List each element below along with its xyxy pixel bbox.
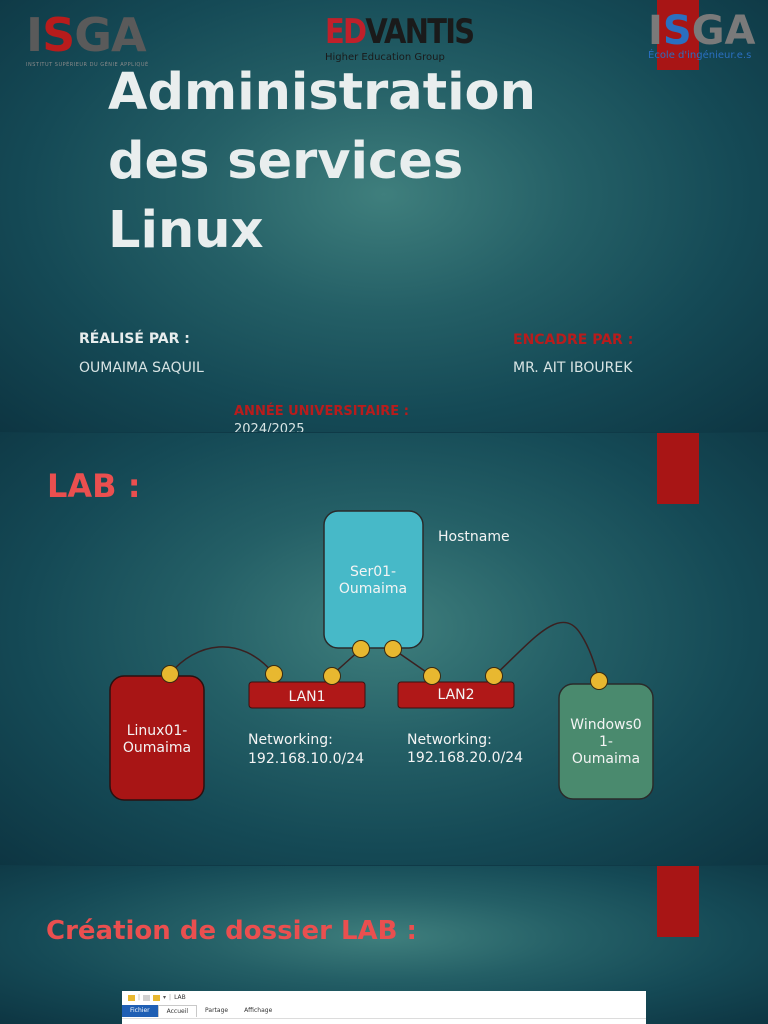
red-accent-tab	[657, 866, 699, 937]
folder-icon	[128, 994, 135, 1001]
quick-access-toolbar: | ▾ | LAB	[128, 994, 186, 1001]
connector-dot	[352, 640, 370, 658]
title-line-3: Linux	[108, 201, 264, 260]
cable-linux-lan1	[169, 646, 275, 675]
red-accent-tab	[657, 433, 699, 504]
tab-affichage[interactable]: Affichage	[244, 1007, 273, 1014]
linux-box	[109, 675, 205, 801]
realise-value: OUMAIMA SAQUIL	[79, 360, 204, 376]
lan2-label: LAN2	[437, 687, 474, 703]
edvantis-sub: Higher Education Group	[325, 52, 445, 63]
tab-fichier[interactable]: Fichier	[122, 1005, 158, 1017]
connector-dot	[423, 667, 441, 685]
tab-partage[interactable]: Partage	[205, 1007, 229, 1014]
net1-label-2: 192.168.10.0/24	[248, 751, 364, 767]
ribbon-divider	[122, 1018, 646, 1019]
connector-dot	[323, 667, 341, 685]
windows-label-3: Oumaima	[572, 751, 640, 767]
net1-label-1: Networking:	[248, 732, 333, 748]
edvantis-logo: EDVANTIS Higher Education Group	[325, 12, 475, 63]
lab-heading: LAB :	[47, 467, 141, 505]
linux-label-1: Linux01-	[127, 723, 188, 739]
red-accent-tab	[657, 0, 699, 70]
isga-logo-right: ISGA École d'ingénieur.e.s	[648, 8, 756, 61]
connector-dot	[485, 667, 503, 685]
encadre-label: ENCADRE PAR :	[513, 332, 634, 348]
file-explorer-screenshot: | ▾ | LAB Fichier Accueil Partage Affich…	[122, 991, 646, 1024]
creation-slide: Création de dossier LAB : | ▾ | LAB Fich…	[0, 866, 768, 1024]
connector-dot	[590, 672, 608, 690]
properties-icon	[143, 994, 151, 1001]
new-folder-icon	[153, 994, 161, 1001]
connector-dot	[161, 665, 179, 683]
window-path: LAB	[174, 994, 186, 1001]
linux-label-2: Oumaima	[123, 740, 191, 756]
ecole-sub: École d'ingénieur.e.s	[648, 50, 752, 61]
annee-value: 2024/2025	[234, 422, 305, 432]
windows-label-1: Windows0	[570, 717, 641, 733]
tab-accueil[interactable]: Accueil	[157, 1005, 198, 1017]
isga-logo-left: ISGA INSTITUT SUPÉRIEUR DU GÉNIE APPLIQU…	[26, 8, 149, 68]
lab-slide: LAB : Ser01- Oumaima Hostname LAN1 LAN2 …	[0, 433, 768, 865]
network-diagram: Ser01- Oumaima Hostname LAN1 LAN2 Linux0…	[109, 510, 654, 801]
lan2-switch	[397, 681, 515, 709]
net2-label-1: Networking:	[407, 732, 492, 748]
lan1-switch	[248, 681, 366, 709]
net2-label-2: 192.168.20.0/24	[407, 750, 523, 766]
windows-label-2: 1-	[599, 734, 613, 750]
title-line-2: des services	[108, 132, 464, 191]
title-slide: ISGA INSTITUT SUPÉRIEUR DU GÉNIE APPLIQU…	[0, 0, 768, 432]
realise-label: RÉALISÉ PAR :	[79, 331, 190, 347]
hostname-label: Hostname	[438, 529, 510, 545]
isga-tagline: INSTITUT SUPÉRIEUR DU GÉNIE APPLIQUÉ	[26, 62, 149, 68]
server-label-1: Ser01-	[350, 564, 396, 580]
server-label-2: Oumaima	[339, 581, 407, 597]
lan1-label: LAN1	[288, 689, 325, 705]
annee-label: ANNÉE UNIVERSITAIRE :	[234, 404, 409, 419]
title-line-1: Administration	[108, 63, 536, 122]
connector-dot	[384, 640, 402, 658]
creation-heading: Création de dossier LAB :	[46, 916, 417, 946]
presentation-title: Administration des services Linux	[108, 58, 536, 265]
encadre-value: MR. AIT IBOUREK	[513, 360, 633, 376]
server-box	[323, 510, 424, 649]
cable-lan2-windows	[493, 621, 600, 682]
connector-dot	[265, 665, 283, 683]
ribbon-tabs: Fichier Accueil Partage Affichage	[122, 1005, 280, 1017]
